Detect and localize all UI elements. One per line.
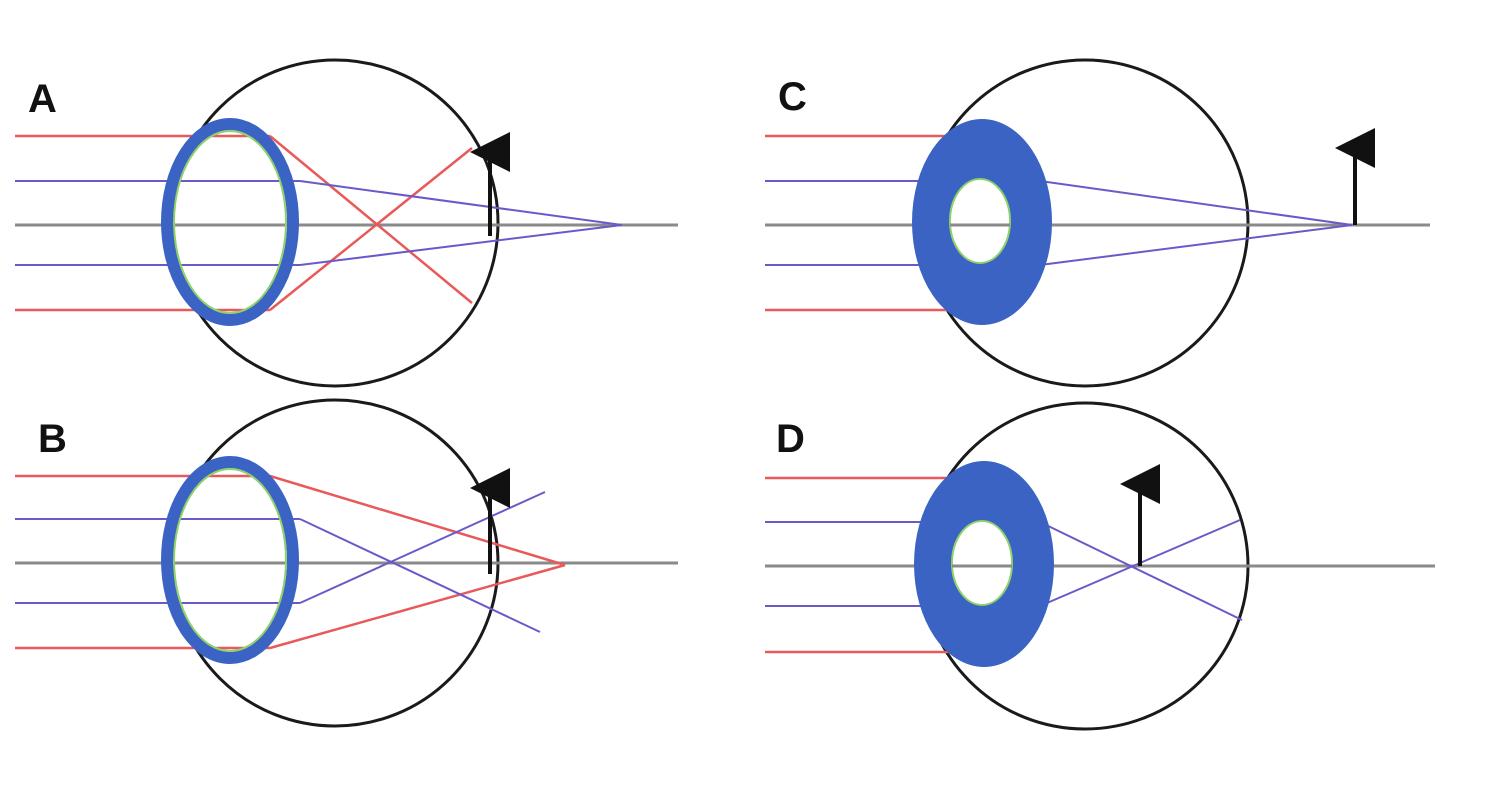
lens-inner-edge [173,130,287,314]
panel-d-label: D [776,417,805,461]
eyeball-outline [170,58,500,388]
inner-ray-bottom-refracted [299,491,546,604]
panel-a: A [15,58,678,388]
inner-ray-bottom-refracted [1039,224,1353,266]
lens-inner-edge [951,520,1013,606]
inner-ray-top-refracted [299,180,623,226]
inner-ray-bottom-refracted [299,224,623,266]
lens-inner-edge [173,468,287,652]
panel-c: C [765,58,1430,388]
lens-ring [161,118,299,326]
panel-b: B [15,398,678,728]
lens-inner-edge [949,178,1011,264]
inner-ray-top-refracted [1039,521,1243,621]
panel-c-label: C [778,75,807,119]
inner-ray-top-refracted [1039,180,1353,226]
panel-b-label: B [38,417,67,461]
inner-ray-top-refracted [299,518,541,633]
outer-ray-top-refracted [269,474,566,567]
panel-a-label: A [28,77,57,121]
lens-ring [161,456,299,664]
panel-d: D [765,401,1435,731]
outer-ray-bottom-refracted [269,147,473,311]
outer-ray-bottom-refracted [269,563,566,650]
outer-ray-top-refracted [269,135,473,304]
